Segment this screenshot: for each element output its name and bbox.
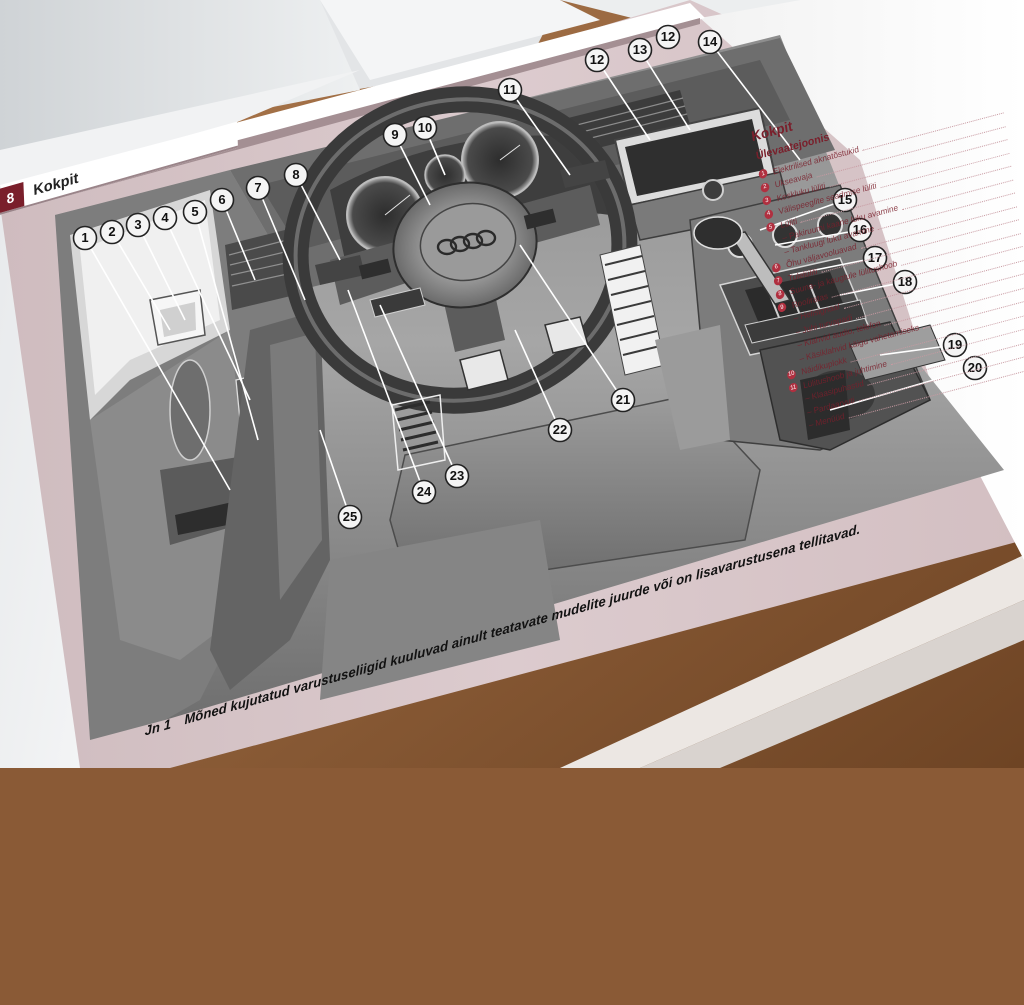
- item-number-badge: [792, 409, 802, 420]
- callout-number: 18: [897, 274, 913, 289]
- item-number-badge: [794, 422, 804, 433]
- item-number-badge: 4: [763, 208, 774, 220]
- callout-number: 12: [660, 29, 676, 44]
- callout-number: 23: [449, 468, 465, 483]
- callout-number: 7: [254, 180, 262, 195]
- callout-number: 3: [134, 217, 142, 232]
- item-number-badge: 9: [777, 302, 787, 314]
- callout-number: 10: [417, 120, 433, 135]
- callout-lines: [84, 41, 976, 518]
- callout-number: 11: [503, 82, 517, 97]
- item-number-badge: 8: [775, 288, 785, 300]
- callout-number: 9: [391, 127, 399, 142]
- item-number-badge: 2: [760, 181, 770, 193]
- callout-number: 20: [967, 360, 983, 375]
- callout-number: 25: [342, 509, 358, 524]
- callout-number: 24: [416, 484, 432, 499]
- callout-number: 21: [615, 392, 631, 407]
- callout-number: 19: [947, 337, 963, 352]
- item-number-badge: [768, 235, 778, 246]
- callout-number: 2: [108, 224, 116, 239]
- callout-number: 14: [702, 34, 718, 49]
- callout-number: 4: [161, 210, 169, 225]
- item-number-badge: 6: [771, 261, 782, 274]
- item-number-badge: [785, 356, 795, 367]
- item-number-badge: 5: [765, 221, 776, 234]
- item-number-badge: [779, 315, 789, 326]
- item-number-badge: 11: [788, 382, 799, 394]
- item-number-badge: 3: [762, 195, 772, 207]
- callout-number: 1: [81, 230, 89, 245]
- item-number-badge: [770, 249, 780, 260]
- callout-number: 5: [191, 204, 199, 219]
- callout-number: 12: [589, 52, 605, 67]
- callout-number: 17: [867, 250, 883, 265]
- callout-number: 15: [837, 192, 853, 207]
- item-number-badge: [790, 396, 800, 407]
- callout-number: 6: [218, 192, 226, 207]
- callout-number: 8: [292, 167, 300, 182]
- callout-number: 22: [552, 422, 568, 437]
- callout-number: 13: [632, 42, 648, 57]
- item-number-badge: 10: [786, 368, 797, 381]
- item-number-badge: 1: [758, 168, 768, 180]
- item-number-badge: 7: [773, 275, 784, 287]
- item-number-badge: [781, 329, 791, 340]
- item-number-badge: [783, 342, 793, 353]
- callout-number: 16: [852, 222, 868, 237]
- page-number: 8: [0, 181, 25, 214]
